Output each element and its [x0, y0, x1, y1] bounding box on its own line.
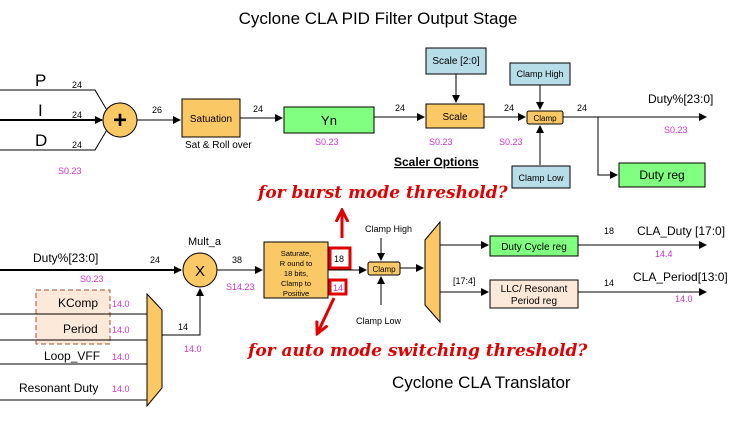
mult-out-width: 38: [232, 255, 242, 265]
translator-subtitle: Cyclone CLA Translator: [392, 373, 571, 392]
duty-reg-label: Duty reg: [639, 168, 684, 182]
scale-select-label: Scale [2:0]: [432, 56, 479, 67]
saturation-caption: Sat & Roll over: [185, 140, 252, 151]
bottom-clamp-low-label: Clamp Low: [356, 316, 402, 326]
scale-label: Scale: [442, 112, 467, 123]
saturate-label-line5: Positive: [283, 289, 309, 298]
llc-slice: [17:4]: [453, 276, 476, 286]
clamp-low-label: Clamp Low: [518, 173, 564, 183]
sat-out-width: 24: [253, 104, 263, 114]
mux-input-group: [35, 289, 111, 345]
input-d-label: D: [35, 131, 47, 150]
llc-label-line1: LLC/ Resonant: [501, 284, 568, 295]
scale-out-format: S0.23: [499, 137, 523, 147]
cla-duty-format: 14.4: [655, 249, 673, 259]
duty-out-format: S0.23: [664, 125, 688, 135]
mux-out-format: 14.0: [184, 344, 202, 354]
auto-value: 14: [333, 283, 343, 293]
saturate-label-line2: R ound to: [280, 259, 313, 268]
mux-out-width: 14: [178, 322, 188, 332]
pid-inputs: P I D 24 24 24 S0.23: [0, 71, 109, 176]
mux-input-kcomp-format: 14.0: [112, 299, 130, 309]
saturate-label-line4: Clamp to: [281, 279, 311, 288]
adder-symbol: +: [113, 107, 127, 134]
diagram-title: Cyclone CLA PID Filter Output Stage: [239, 9, 518, 28]
duty-cycle-width: 18: [604, 226, 614, 236]
bottom-clamp-label: Clamp: [372, 265, 396, 274]
llc-reg-block: [489, 279, 579, 309]
input-mux: [146, 292, 163, 408]
clamp-out-width: 24: [577, 103, 587, 113]
mux-input-resonant-duty-format: 14.0: [112, 384, 130, 394]
clamp-low-block: [511, 165, 571, 189]
burst-value: 18: [334, 254, 344, 264]
burst-annotation: for burst mode threshold?: [257, 183, 509, 203]
mux-input-loop-vff-format: 14.0: [112, 352, 130, 362]
duty-in-label: Duty%[23:0]: [33, 251, 98, 265]
scale-out-width: 24: [504, 103, 514, 113]
burst-value-highlight: [328, 246, 352, 270]
clamp-high-label: Clamp High: [516, 69, 563, 79]
duty-cycle-reg-block: [489, 235, 579, 257]
mux-input-resonant-duty: Resonant Duty: [19, 381, 98, 395]
yn-out-width: 24: [395, 103, 405, 113]
saturation-block: [181, 98, 241, 138]
scaler-options-label: Scaler Options: [394, 155, 479, 169]
cla-period-format: 14.0: [675, 294, 693, 304]
yn-block: [283, 106, 375, 134]
saturate-label-line1: Saturate,: [281, 249, 311, 258]
input-d-width: 24: [72, 140, 82, 150]
duty-cycle-reg-label: Duty Cycle reg: [501, 242, 567, 253]
cla-duty-label: CLA_Duty [17:0]: [637, 224, 725, 238]
duty-in-width: 24: [150, 255, 160, 265]
mult-label: Mult_a: [188, 236, 222, 248]
auto-value-highlight: [328, 278, 348, 296]
bottom-clamp-high-label: Clamp High: [365, 224, 412, 234]
duty-out-label: Duty%[23:0]: [648, 92, 713, 106]
duty-reg-block: [618, 162, 706, 188]
yn-label: Yn: [321, 113, 337, 128]
saturate-block: [263, 241, 329, 299]
cla-period-label: CLA_Period[13:0]: [633, 270, 728, 284]
duty-in-format: S0.23: [80, 274, 104, 284]
llc-label-line2: Period reg: [511, 296, 557, 307]
mux-input-kcomp: KComp: [58, 296, 98, 310]
input-i-width: 24: [72, 110, 82, 120]
input-p-width: 24: [72, 80, 82, 90]
mult-format: S14.23: [226, 282, 255, 292]
input-i-label: I: [38, 101, 43, 120]
mux-input-loop-vff: Loop_VFF: [44, 349, 100, 363]
saturate-label-line3: 18 bits,: [284, 269, 308, 278]
clamp-label: Clamp: [533, 114, 557, 123]
mult-symbol: X: [195, 263, 205, 280]
output-demux: [424, 220, 441, 324]
input-p-label: P: [35, 71, 46, 90]
auto-annotation: for auto mode switching threshold?: [247, 341, 588, 361]
mux-input-period-format: 14.0: [112, 325, 130, 335]
llc-width: 14: [604, 278, 614, 288]
scale-select-block: [425, 47, 487, 75]
mux-input-period: Period: [63, 322, 98, 336]
adder-out-width: 26: [152, 105, 162, 115]
saturation-label: Satuation: [190, 114, 232, 125]
yn-format: S0.23: [315, 137, 339, 147]
input-format: S0.23: [58, 166, 82, 176]
scale-block: [425, 103, 485, 129]
scale-format: S0.23: [429, 137, 453, 147]
